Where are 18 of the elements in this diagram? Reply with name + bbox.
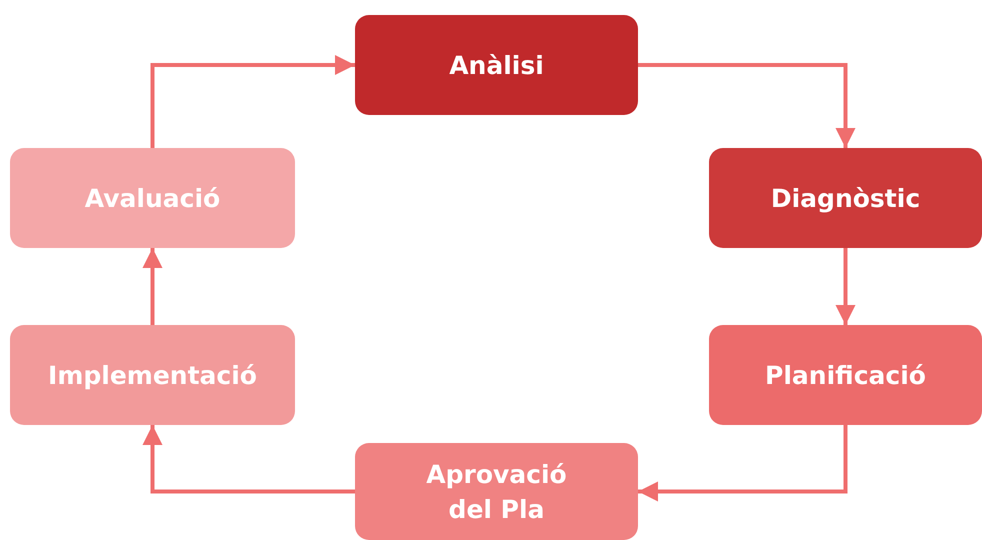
arrow xyxy=(142,248,162,325)
arrow xyxy=(836,248,856,325)
arrow xyxy=(638,425,848,502)
step-label: Avaluació xyxy=(84,182,220,214)
process-box xyxy=(10,148,295,248)
arrow xyxy=(142,425,355,494)
process-box xyxy=(355,15,638,115)
step-label: Aprovació del Pla xyxy=(425,458,568,526)
process-box xyxy=(709,325,982,425)
step-label: Planificació xyxy=(765,360,926,392)
process-box xyxy=(709,148,982,248)
process-box xyxy=(355,443,638,540)
step-label: Anàlisi xyxy=(449,50,544,82)
step-label: Implementació xyxy=(48,360,257,392)
arrow xyxy=(150,55,355,148)
process-box xyxy=(10,325,295,425)
step-label: Diagnòstic xyxy=(770,182,920,214)
arrow xyxy=(638,63,856,148)
